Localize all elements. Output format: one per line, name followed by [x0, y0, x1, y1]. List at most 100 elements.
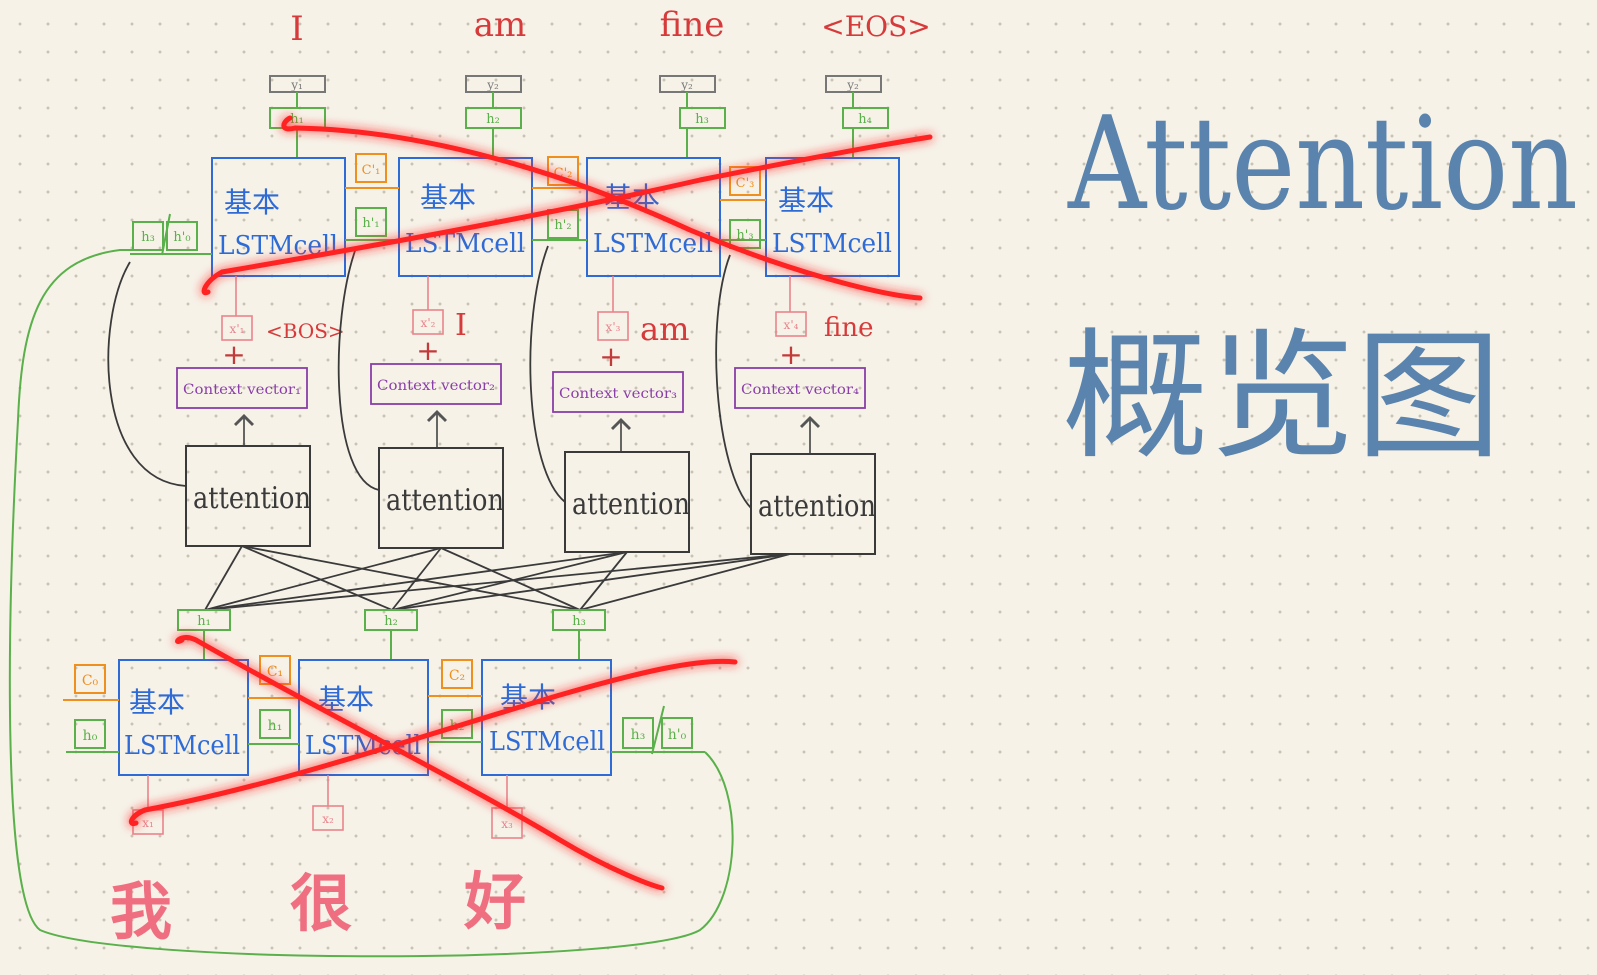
attention-label: attention — [193, 481, 311, 516]
h-box — [679, 107, 726, 129]
output-token: fine — [660, 5, 725, 45]
context-vector-box — [552, 371, 684, 413]
c-label: C₁ — [267, 664, 283, 680]
plus-signs: + + + + — [222, 334, 802, 373]
x-prime-box — [597, 311, 629, 341]
context-vector-label: Context vector₃ — [559, 386, 677, 402]
c-label: C'₃ — [736, 176, 755, 191]
x-prime-label: x'₃ — [606, 320, 621, 334]
x-label: x₂ — [322, 812, 334, 826]
attention-label: attention — [758, 489, 876, 524]
decoder-x-inputs: x'₁ x'₂ x'₃ x'₄ <BOS> I am fine — [221, 276, 873, 348]
plus-sign: + — [779, 338, 802, 371]
decoder-strike-1 — [281, 115, 923, 301]
attention-blocks: attention attention attention attention — [185, 445, 876, 555]
encoder-lstm-cell — [298, 659, 429, 776]
h-prime-label: h'₁ — [362, 216, 379, 231]
x-prime-box — [221, 315, 253, 341]
h-box — [259, 709, 291, 739]
decoder-input-token: <BOS> — [266, 319, 345, 343]
output-token: am — [474, 5, 527, 45]
encoder-h-outputs: h₁ h₂ h₃ — [177, 609, 606, 660]
h-prime-box — [355, 207, 387, 237]
page-title: Attention 概览图 — [1062, 90, 1578, 479]
encoder-strike-2 — [128, 658, 738, 826]
decoder-y-boxes — [269, 75, 882, 93]
context-vectors: Context vector₁ Context vector₂ Context … — [176, 363, 866, 413]
attention-block — [185, 445, 311, 547]
out-h0-label: h'₀ — [668, 727, 687, 743]
cell-label-en: LSTMcell — [593, 229, 713, 259]
encoder-strike-1 — [175, 634, 665, 891]
x-label: x₃ — [501, 817, 513, 831]
out-h-box — [622, 717, 654, 749]
title-line-1: Attention — [1067, 90, 1578, 239]
decoder-lstm-cell — [211, 157, 346, 277]
y-label: y₂ — [680, 78, 693, 92]
context-vector-label: Context vector₁ — [183, 382, 301, 398]
h-box — [465, 107, 522, 129]
plus-sign: + — [599, 340, 622, 373]
out-h0-box — [661, 717, 693, 749]
c-label: C'₁ — [362, 163, 381, 178]
out-h-label: h₃ — [631, 727, 646, 743]
context-vector-box — [370, 363, 502, 405]
decoder-h-boxes — [269, 107, 889, 129]
x-prime-label: x'₄ — [784, 318, 799, 332]
cell-label-cn: 基本 — [778, 184, 834, 217]
source-char: 好 — [463, 865, 526, 938]
source-char: 我 — [110, 875, 172, 948]
state-transfer-loop — [8, 249, 734, 958]
encoder-lstm-cell — [481, 659, 612, 776]
attention-label: attention — [386, 483, 504, 518]
c0-box — [74, 664, 106, 694]
encoder-h-label: h₂ — [384, 614, 398, 629]
x-label: x₁ — [142, 816, 154, 830]
init-h0-box — [166, 221, 198, 251]
h-prime-label: h'₃ — [736, 228, 753, 243]
h-label: h₄ — [858, 112, 872, 127]
init-h-box — [132, 221, 164, 251]
output-token: I — [290, 9, 303, 49]
decoder-input-token: am — [640, 310, 689, 348]
encoder-h-label: h₃ — [572, 614, 586, 629]
h-label: h₁ — [290, 112, 304, 127]
init-h0-label: h'₀ — [173, 230, 190, 245]
decoder-input-token: I — [455, 308, 467, 343]
x-prime-box — [412, 309, 444, 335]
decoder-input-token: fine — [824, 313, 873, 343]
h0-label: h₀ — [83, 728, 98, 744]
encoder-c-states: C₀ C₁ C₂ — [63, 655, 482, 701]
cell-label-cn: 基本 — [129, 686, 185, 719]
c-box — [547, 156, 579, 186]
encoder-lstm-cell — [118, 659, 249, 776]
decoder-h-labels: h₁ h₂ h₃ h₄ — [290, 112, 872, 127]
h-prime-box — [729, 219, 761, 249]
title-line-2: 概览图 — [1062, 316, 1502, 479]
query-curves — [107, 245, 752, 509]
decoder-lstm-cell — [765, 157, 900, 277]
x-prime-label: x'₂ — [421, 316, 436, 330]
source-characters: 我 很 好 — [110, 865, 526, 948]
plus-sign: + — [222, 338, 245, 371]
cell-label-cn: 基本 — [224, 186, 280, 219]
decoder-strike-2 — [201, 134, 933, 296]
c-box — [729, 166, 761, 196]
attention-arrows — [233, 409, 821, 454]
x-box — [312, 805, 344, 831]
context-vector-label: Context vector₂ — [377, 378, 495, 394]
c-box — [355, 153, 387, 183]
y-label: y₂ — [486, 78, 499, 92]
h-prime-label: h'₂ — [554, 218, 571, 233]
cell-label-en: LSTMcell — [772, 229, 892, 259]
h-label: h₃ — [695, 112, 709, 127]
decoder-vertical-connectors — [296, 92, 854, 158]
encoder-cell-labels: 基本 LSTMcell 基本 LSTMcell 基本 LSTMcell — [124, 681, 605, 761]
attention-block — [750, 453, 876, 555]
output-token: <EOS> — [821, 10, 931, 43]
cell-label-en: LSTMcell — [405, 229, 525, 259]
decoder-h-prime-states: h'₁ h'₂ h'₃ — [345, 207, 766, 249]
h-label: h₂ — [486, 112, 500, 127]
x-prime-label: x'₁ — [230, 322, 245, 336]
